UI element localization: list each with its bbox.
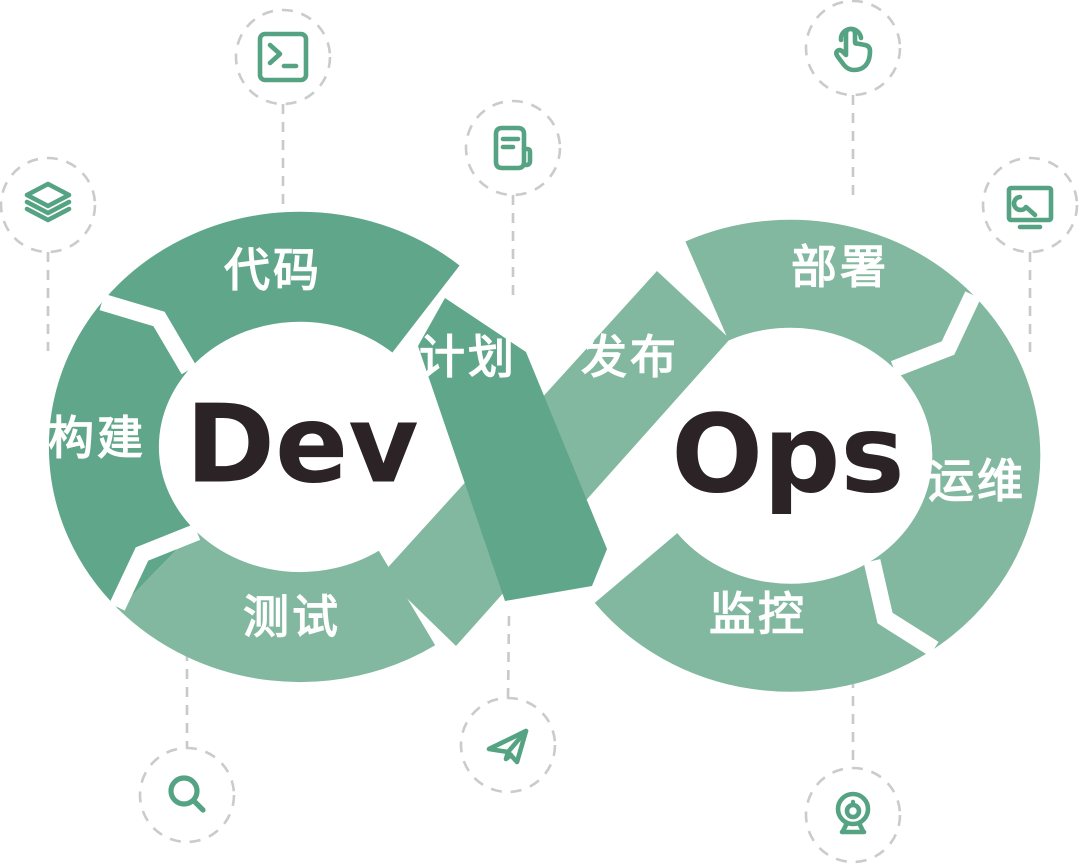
segment-deploy-operate-monitor: [594, 219, 1041, 692]
connector-line: [506, 615, 511, 699]
label-build: 构建: [48, 411, 146, 465]
segment-divider: [890, 291, 981, 377]
ops-title: Ops: [671, 393, 904, 518]
search-icon-badge: [138, 746, 236, 844]
plane-fold: [505, 728, 529, 755]
label-release: 发布: [581, 330, 679, 384]
search-lens: [168, 775, 200, 807]
segment-divider: [109, 524, 201, 611]
dashed-circle: [804, 766, 902, 864]
webcam-icon-badge: [804, 766, 902, 864]
webcam-dot: [850, 799, 856, 805]
webcam-head: [835, 791, 871, 827]
label-monitor: 监控: [709, 587, 807, 641]
news-icon-badge: [464, 99, 562, 197]
label-plan: 计划: [419, 330, 517, 384]
plane-body: [486, 728, 529, 765]
monitor-frame: [1006, 185, 1054, 223]
plan-ribbon-shape: [418, 298, 607, 601]
tap-icon: [834, 26, 873, 73]
repair-tool-icon-badge: [981, 156, 1079, 254]
wrench: [1011, 194, 1038, 218]
label-test: 测试: [243, 590, 341, 644]
news-page: [493, 125, 527, 171]
tap-icon-badge: [804, 0, 902, 97]
terminal-frame: [257, 31, 309, 83]
connector-lines: [46, 95, 1032, 768]
webcam-icon: [835, 791, 871, 835]
dashed-circle: [981, 156, 1079, 254]
dev-title: Dev: [185, 383, 418, 508]
webcam-leg: [856, 820, 866, 834]
dashed-circle: [138, 746, 236, 844]
layers-middle: [24, 199, 72, 216]
layers-top: [24, 181, 72, 209]
ops-loop: [594, 219, 1041, 692]
search-icon: [168, 775, 206, 813]
label-deploy: 部署: [791, 240, 889, 294]
segment-test: [118, 529, 436, 683]
layers-bottom: [24, 206, 72, 223]
layers-icon-badge: [0, 156, 97, 254]
dev-loop: [48, 211, 460, 683]
repair-tool-icon: [1006, 185, 1054, 230]
terminal-prompt: [267, 42, 283, 66]
segment-divider: [99, 293, 197, 375]
dashed-circle: [234, 8, 332, 106]
webcam-leg: [840, 820, 850, 834]
tap-hand: [834, 26, 873, 73]
terminal-icon: [257, 31, 309, 83]
dashed-circle: [464, 99, 562, 197]
segment-divider: [863, 559, 939, 657]
terminal-icon-badge: [234, 8, 332, 106]
webcam-lens: [844, 802, 862, 820]
plane-tail: [503, 749, 514, 762]
news-roll: [521, 146, 533, 168]
dashed-circle: [804, 0, 902, 97]
label-operate: 运维: [928, 454, 1026, 508]
dashed-circle: [0, 156, 97, 254]
paper-plane-icon: [486, 728, 529, 765]
news-icon: [493, 125, 533, 171]
search-handle: [191, 798, 206, 813]
layers-icon: [24, 181, 72, 223]
paper-plane-icon-badge: [459, 696, 557, 794]
dashed-circle: [459, 696, 557, 794]
label-code: 代码: [223, 243, 322, 297]
ribbon-plan: [418, 298, 607, 601]
